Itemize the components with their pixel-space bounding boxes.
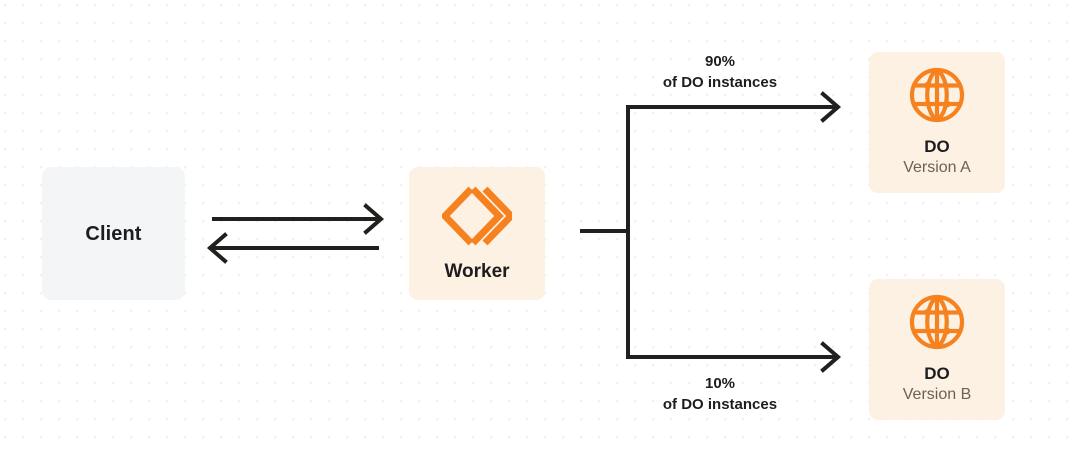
node-do-version-a: DO Version A (869, 52, 1005, 193)
arrow-client-to-worker (212, 203, 385, 235)
edge-label-do-b: 10% of DO instances (629, 373, 811, 416)
node-worker-label: Worker (444, 260, 510, 282)
edge-label-do-b-percent: 10% (704, 375, 736, 392)
node-do-version-b-subtitle: Version B (902, 386, 972, 404)
edge-label-do-a-caption: of DO instances (662, 74, 778, 92)
edge-label-do-a: 90% of DO instances (629, 51, 811, 94)
arrow-worker-to-do-a (626, 91, 842, 123)
node-do-version-b: DO Version B (869, 279, 1005, 420)
node-client-label: Client (85, 222, 142, 245)
node-do-version-b-text: DO Version B (903, 363, 971, 406)
node-worker: Worker (409, 167, 545, 300)
worker-split-junction (580, 105, 630, 359)
node-do-version-a-title: DO (924, 136, 950, 156)
arrow-worker-to-do-b (626, 341, 842, 373)
node-do-version-a-text: DO Version A (903, 136, 971, 179)
edge-label-do-a-percent: 90% (704, 53, 736, 70)
node-do-version-b-title: DO (924, 363, 950, 383)
arrow-worker-to-client (206, 232, 379, 264)
worker-chevrons-icon (440, 185, 516, 247)
node-client: Client (42, 167, 185, 300)
globe-icon (908, 66, 966, 124)
node-do-version-a-subtitle: Version A (903, 159, 971, 177)
globe-icon (908, 293, 966, 351)
edge-label-do-b-caption: of DO instances (662, 396, 778, 414)
